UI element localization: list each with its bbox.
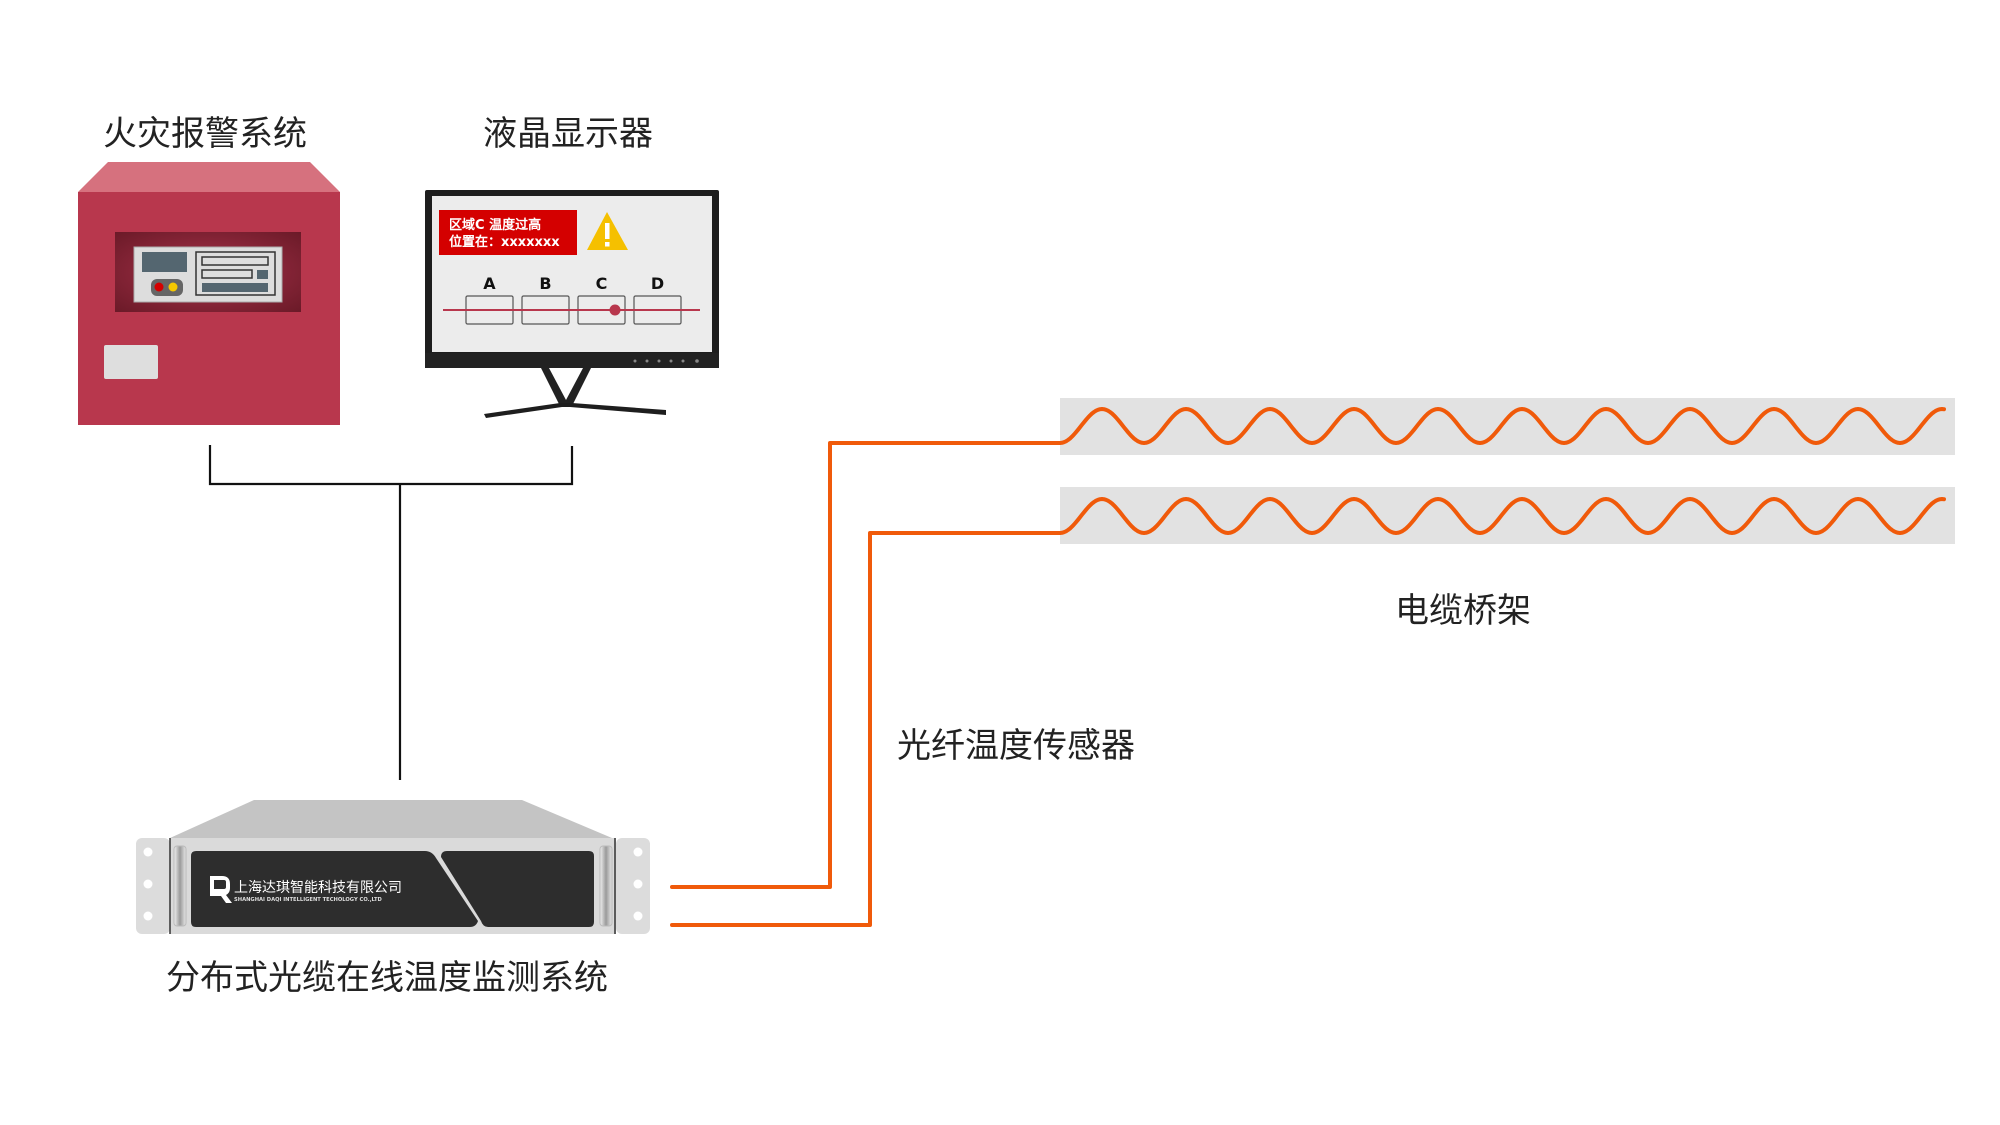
zone-label: B: [539, 274, 551, 293]
panel-slot-1: [201, 256, 269, 266]
cabinet-nameplate: [104, 345, 158, 379]
right-handle: [599, 845, 613, 927]
cabinet-top: [78, 162, 340, 192]
server-top: [170, 800, 612, 838]
zone-label: D: [651, 274, 664, 293]
warning-triangle-icon: [587, 212, 628, 250]
alert-line-1: 区域C 温度过高: [449, 217, 541, 233]
alert-line-2: 位置在：xxxxxxx: [449, 234, 560, 250]
brand-name-en: SHANGHAI DAQI INTELLIGENT TECHOLOGY CO.,…: [234, 897, 383, 903]
left-handle: [173, 845, 187, 927]
fiber-cable-1: [670, 407, 1946, 889]
hotspot-marker-icon: [609, 304, 621, 316]
zone-label: C: [596, 274, 608, 293]
dts-system-label: 分布式光缆在线温度监测系统: [166, 958, 608, 998]
rack-holes: [143, 847, 643, 921]
alert-banner: [439, 210, 577, 255]
lcd-monitor: 区域C 温度过高 位置在：xxxxxxx A B C D: [425, 190, 719, 418]
fire-alarm-label: 火灾报警系统: [103, 114, 307, 154]
monitor-stand-neck: [541, 368, 591, 406]
zone-label: A: [483, 274, 496, 293]
fire-alarm-cabinet: [78, 162, 340, 425]
fiber-cables: [670, 407, 1946, 927]
front-panel-right: [441, 851, 594, 927]
front-panel-left: [191, 851, 478, 927]
dts-server: 上海达琪智能科技有限公司 SHANGHAI DAQI INTELLIGENT T…: [136, 800, 650, 934]
panel-slot-frame: [195, 251, 276, 296]
panel-slot-2: [201, 269, 253, 279]
cable-tray-2: [1060, 487, 1955, 544]
bracket-line: [208, 445, 574, 486]
cable-tray-label: 电缆桥架: [1395, 591, 1531, 631]
panel-display: [142, 252, 187, 272]
cable-tray-1: [1060, 398, 1955, 455]
panel-button: [257, 270, 268, 279]
brand-name-cn: 上海达琪智能科技有限公司: [234, 880, 402, 896]
monitor-buttons: [633, 359, 699, 363]
server-right-ear: [616, 838, 650, 934]
lcd-monitor-label: 液晶显示器: [483, 114, 653, 154]
red-led-icon: [154, 282, 164, 292]
company-logo-icon: [210, 876, 232, 903]
signal-connection: [208, 445, 574, 780]
fiber-cable-2: [670, 497, 1946, 927]
server-left-ear: [136, 838, 170, 934]
zone-strip: A B C D: [443, 274, 700, 325]
panel-bar: [202, 283, 268, 292]
fiber-sensor-label: 光纤温度传感器: [897, 726, 1135, 766]
monitor-stand-base: [484, 403, 666, 418]
monitor-chin: [425, 353, 719, 368]
yellow-led-icon: [168, 282, 178, 292]
